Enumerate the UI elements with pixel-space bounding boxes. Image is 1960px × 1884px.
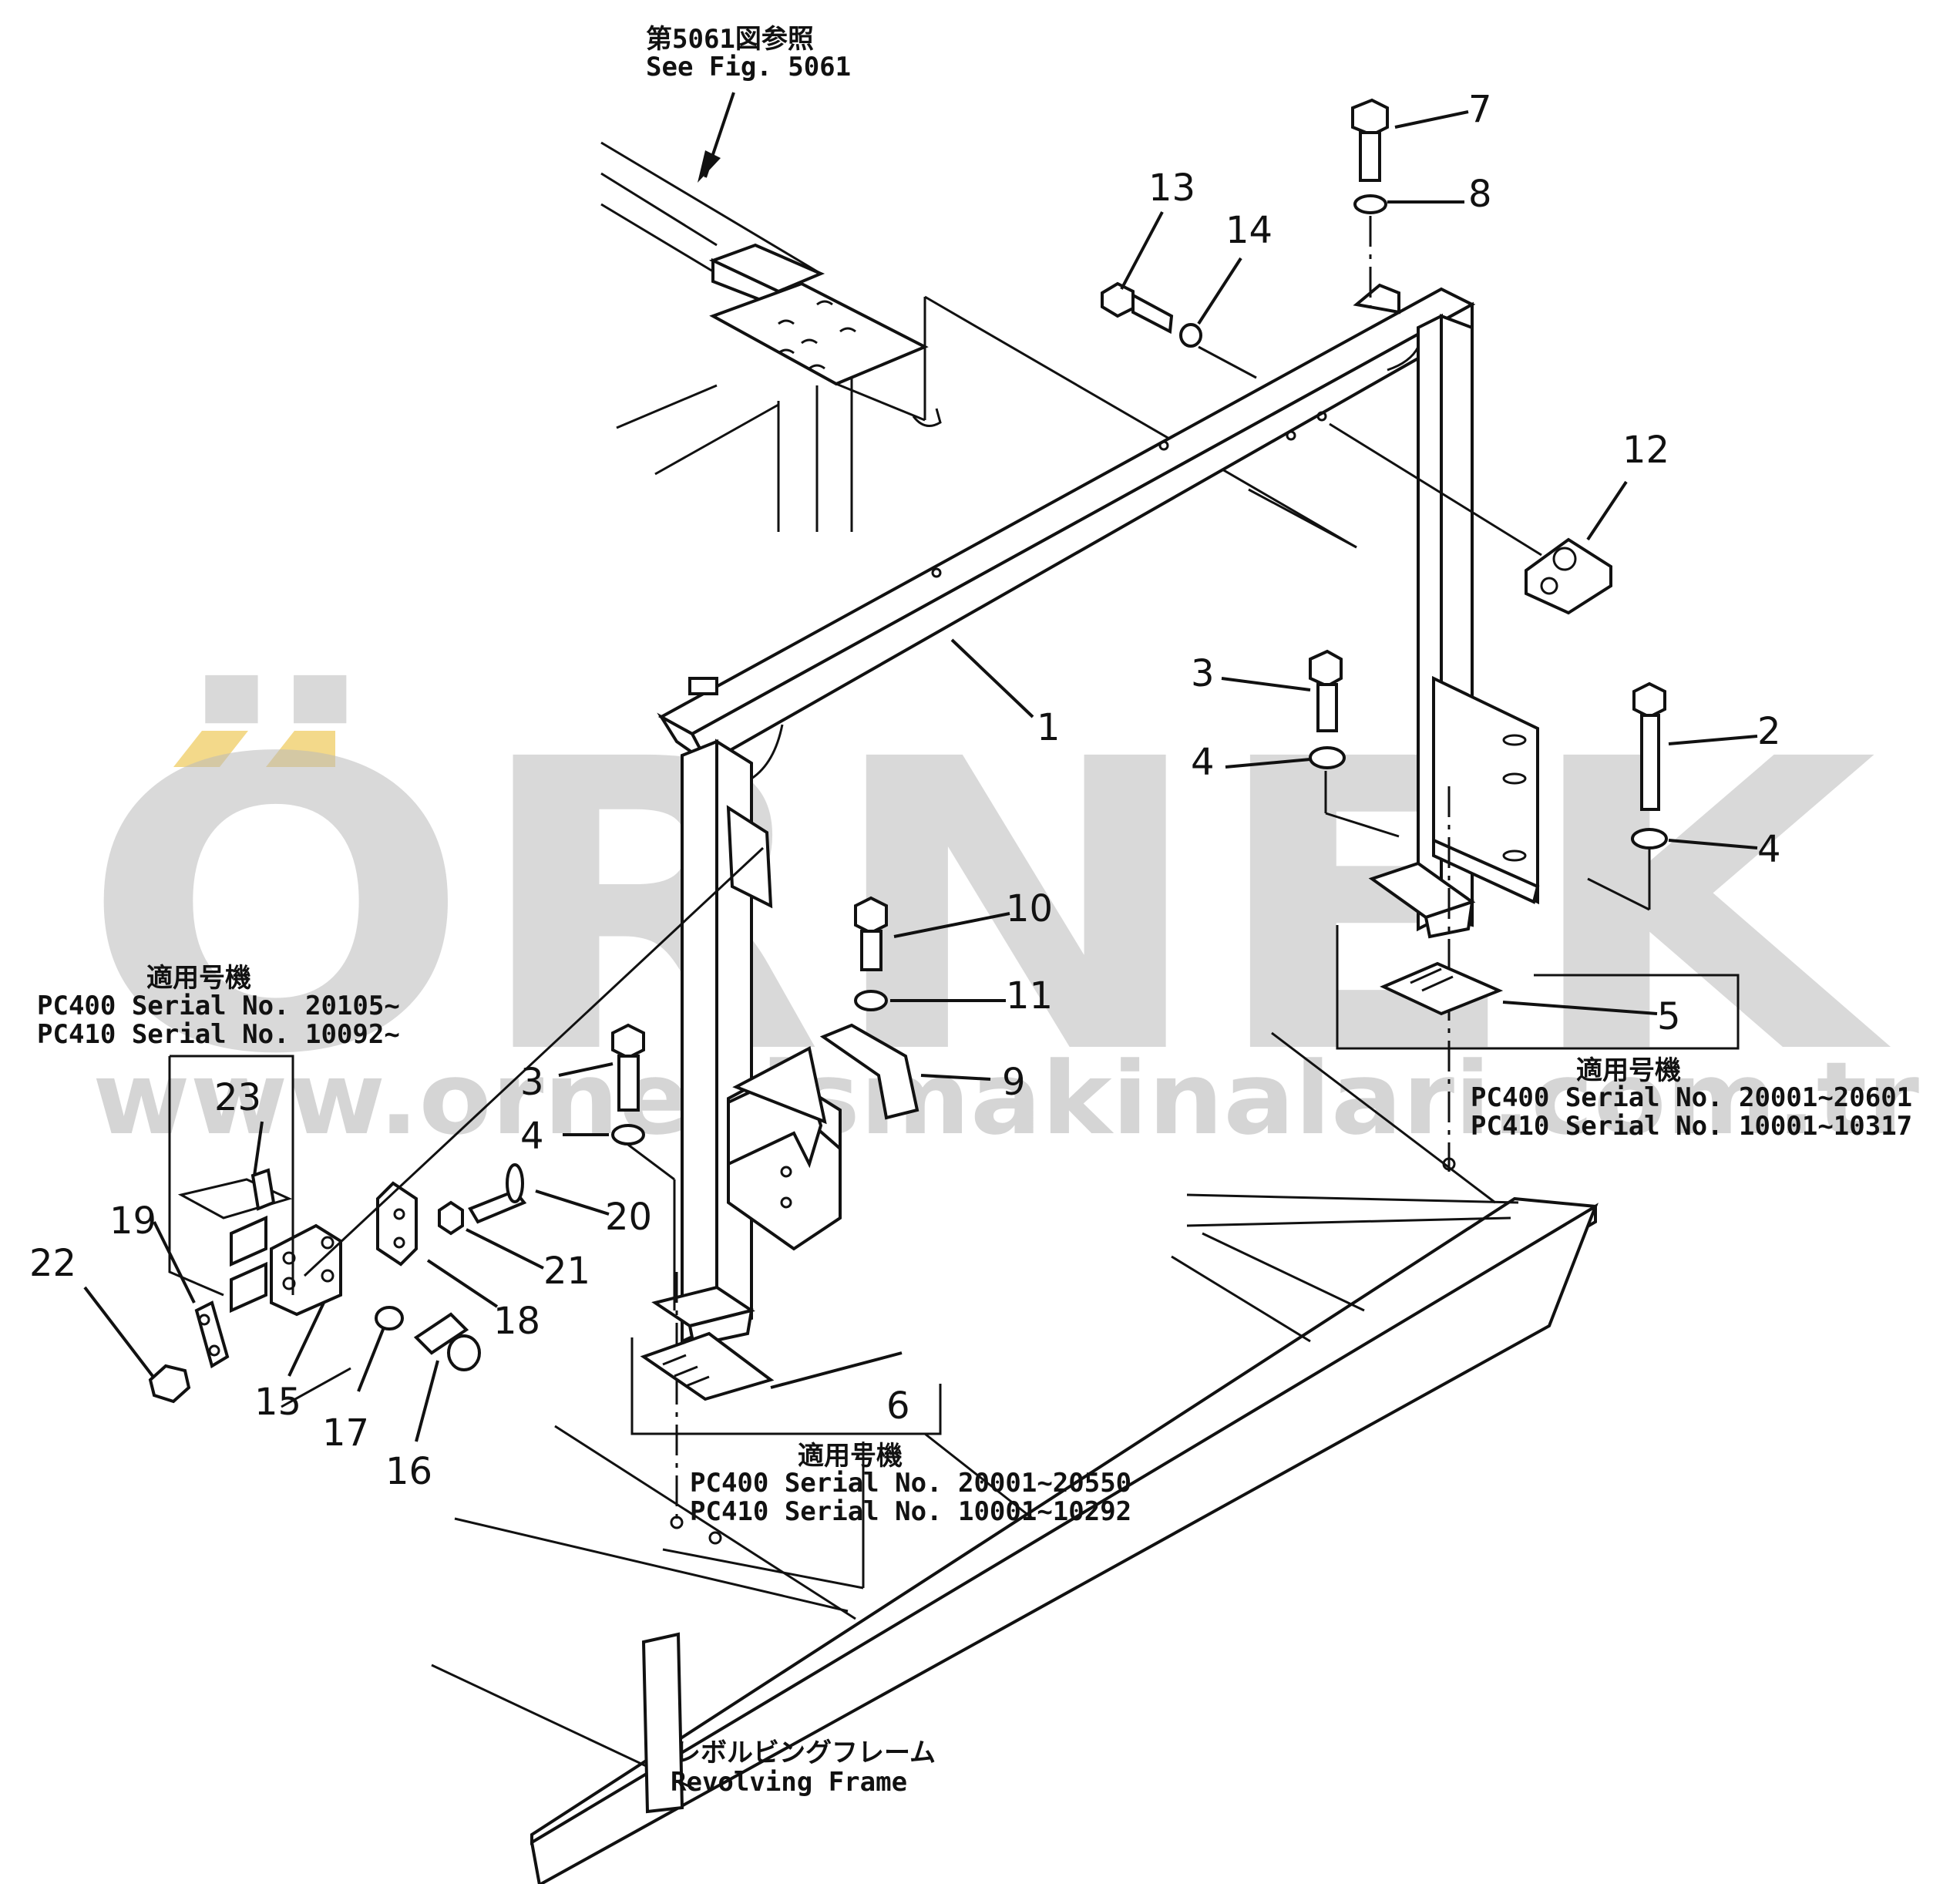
- part-15-plate: [270, 1223, 342, 1317]
- part-12-clamp: [1525, 537, 1612, 615]
- part-13-bolt: [1101, 281, 1135, 318]
- serial-boxes: [168, 925, 1740, 1435]
- reference-labels: 第5061図参照 See Fig. 5061 レボルビングフレーム Revolv…: [646, 24, 936, 1798]
- fasteners-right: [611, 98, 1668, 1310]
- serial-note-heading: 適用号機: [146, 963, 251, 994]
- part-14-washer: [1179, 323, 1202, 348]
- serial-note-bottom: 適用号機 PC400 Serial No. 20001~20550 PC410 …: [690, 1441, 1131, 1527]
- upper-structure: [600, 141, 1357, 549]
- part-7-bolt-head: [1351, 98, 1389, 137]
- callout-4: 4: [1191, 741, 1215, 784]
- serial-note-line: PC410 Serial No. 10001~10317: [1471, 1111, 1912, 1142]
- callout-20: 20: [605, 1196, 652, 1239]
- shim-plates: [640, 961, 1504, 1401]
- leader-lines: [83, 110, 1758, 1442]
- watermark: ÖRNEK www.ornekismakinalari.com.tr: [81, 671, 1919, 1158]
- callout-4: 4: [1757, 828, 1781, 871]
- part-19-plate: [194, 1300, 230, 1369]
- part-8-washer: [1353, 194, 1387, 214]
- part-17-washer: [375, 1306, 404, 1331]
- watermark-accent-left: [173, 731, 248, 767]
- callout-4: 4: [520, 1115, 544, 1158]
- callout-14: 14: [1225, 209, 1272, 252]
- lower-left-bracket: [727, 1023, 919, 1251]
- callout-11: 11: [1006, 974, 1053, 1018]
- left-assembly: [148, 846, 765, 1408]
- part-18-clip: [376, 1181, 418, 1267]
- callout-3: 3: [520, 1061, 544, 1104]
- callout-23: 23: [214, 1076, 261, 1119]
- part-5-shim: [1380, 961, 1504, 1016]
- part-3-bolt-left: [611, 1023, 645, 1060]
- part-22-nut: [148, 1364, 191, 1404]
- callout-1: 1: [1037, 706, 1061, 749]
- part-10-bolt: [854, 896, 888, 935]
- callout-21: 21: [543, 1250, 590, 1293]
- main-frame: [651, 283, 1540, 1347]
- part-4-washer-left: [611, 1124, 645, 1146]
- revolving-frame-label-jp: レボルビングフレーム: [674, 1738, 936, 1768]
- callout-22: 22: [29, 1242, 76, 1285]
- serial-note-line: PC410 Serial No. 10001~10292: [690, 1496, 1131, 1527]
- part-4-washer-right: [1309, 746, 1346, 769]
- serial-note-line: PC410 Serial No. 10092~: [37, 1019, 400, 1050]
- callout-8: 8: [1468, 173, 1492, 216]
- serial-note-heading: 適用号機: [1576, 1055, 1681, 1086]
- part-3-bolt-right: [1309, 649, 1343, 688]
- serial-note-right: 適用号機 PC400 Serial No. 20001~20601 PC410 …: [1471, 1055, 1912, 1142]
- watermark-brand: ÖRNEK: [81, 671, 1894, 1142]
- see-fig-arrow: [698, 92, 735, 183]
- part-4-washer-far-right: [1631, 828, 1668, 849]
- callout-19: 19: [109, 1199, 156, 1243]
- callout-6: 6: [886, 1384, 910, 1428]
- callout-13: 13: [1148, 167, 1195, 210]
- part-21-lockwasher: [438, 1200, 464, 1236]
- watermark-accent-right: [266, 731, 335, 767]
- part-23-pin: [250, 1168, 276, 1211]
- callout-7: 7: [1468, 88, 1492, 131]
- revolving-frame-label-en: Revolving Frame: [671, 1767, 907, 1798]
- right-bracket: [1432, 675, 1539, 905]
- callout-15: 15: [254, 1381, 301, 1424]
- callout-2: 2: [1757, 710, 1781, 753]
- callout-18: 18: [493, 1300, 540, 1343]
- revolving-frame: [431, 786, 1599, 1884]
- callout-17: 17: [322, 1411, 369, 1455]
- serial-note-line: PC400 Serial No. 20105~: [37, 991, 400, 1021]
- callout-10: 10: [1006, 887, 1053, 930]
- part-6-shim: [640, 1331, 775, 1401]
- callout-5: 5: [1657, 995, 1681, 1038]
- watermark-url: www.ornekismakinalari.com.tr: [92, 1040, 1919, 1157]
- see-fig-label-jp: 第5061図参照: [646, 24, 814, 55]
- callout-16: 16: [385, 1450, 432, 1493]
- part-16-bolt: [413, 1312, 469, 1355]
- serial-note-line: PC400 Serial No. 20001~20550: [690, 1468, 1131, 1499]
- serial-note-heading: 適用号機: [798, 1441, 903, 1472]
- part-11-washer: [854, 990, 888, 1011]
- part-2-bolt: [1632, 681, 1666, 719]
- callout-12: 12: [1622, 429, 1669, 472]
- serial-note-left: 適用号機 PC400 Serial No. 20105~ PC410 Seria…: [37, 963, 400, 1050]
- callout-9: 9: [1002, 1061, 1026, 1104]
- callout-3: 3: [1191, 652, 1215, 695]
- see-fig-label-en: See Fig. 5061: [646, 52, 851, 82]
- serial-note-line: PC400 Serial No. 20001~20601: [1471, 1082, 1912, 1113]
- mounting-plate: [709, 281, 929, 386]
- callouts: 1 2 3 3 4 4 4 5 6 7 8 9 10 11 12 13 14 1…: [29, 88, 1781, 1493]
- part-9-bracket: [819, 1023, 919, 1120]
